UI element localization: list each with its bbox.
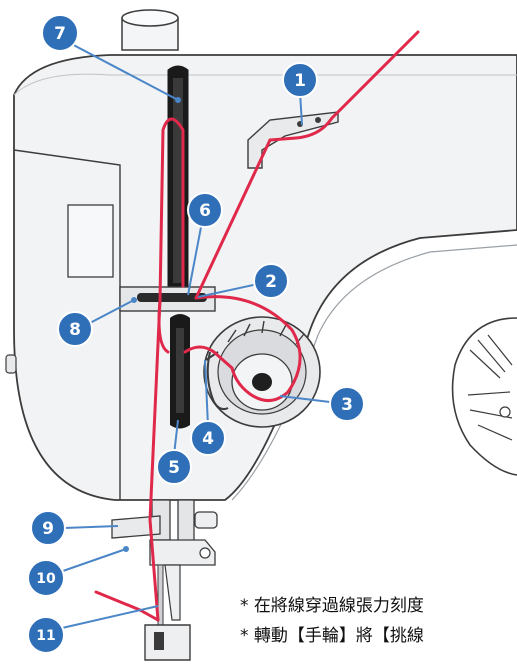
callout-8: 8 — [57, 311, 93, 347]
callout-11: 11 — [27, 616, 65, 654]
callout-7-label: 7 — [54, 24, 66, 44]
needle-assembly — [111, 499, 218, 661]
callout-4-label: 4 — [202, 429, 214, 449]
callout-2: 2 — [253, 263, 289, 299]
callout-5-label: 5 — [168, 458, 180, 478]
handwheel-partial — [451, 317, 517, 476]
callout-3: 3 — [329, 386, 365, 422]
callout-4: 4 — [190, 420, 226, 456]
callout-1: 1 — [282, 62, 318, 98]
spool-pin — [121, 9, 179, 51]
top-thread-guide — [247, 111, 339, 169]
note-line-2: * 轉動【手輪】將【挑線 — [240, 626, 424, 646]
callout-11-label: 11 — [36, 628, 55, 644]
lower-slot — [170, 314, 190, 429]
callout-5: 5 — [156, 449, 192, 485]
callout-9-label: 9 — [42, 519, 54, 539]
thread-path — [94, 30, 420, 622]
callout-10: 10 — [27, 559, 65, 597]
callout-10-label: 10 — [36, 571, 56, 587]
callout-2-label: 2 — [265, 272, 277, 292]
note-line-1: * 在將線穿過線張力刻度 — [240, 596, 424, 616]
callout-6-label: 6 — [199, 201, 211, 221]
callout-1-label: 1 — [294, 71, 306, 91]
callout-9: 9 — [30, 510, 66, 546]
callout-8-label: 8 — [69, 320, 81, 340]
callout-7: 7 — [41, 14, 79, 52]
leader-dots — [123, 97, 181, 552]
callout-6: 6 — [187, 192, 223, 228]
callout-3-label: 3 — [341, 395, 353, 415]
tension-assembly — [203, 316, 321, 428]
